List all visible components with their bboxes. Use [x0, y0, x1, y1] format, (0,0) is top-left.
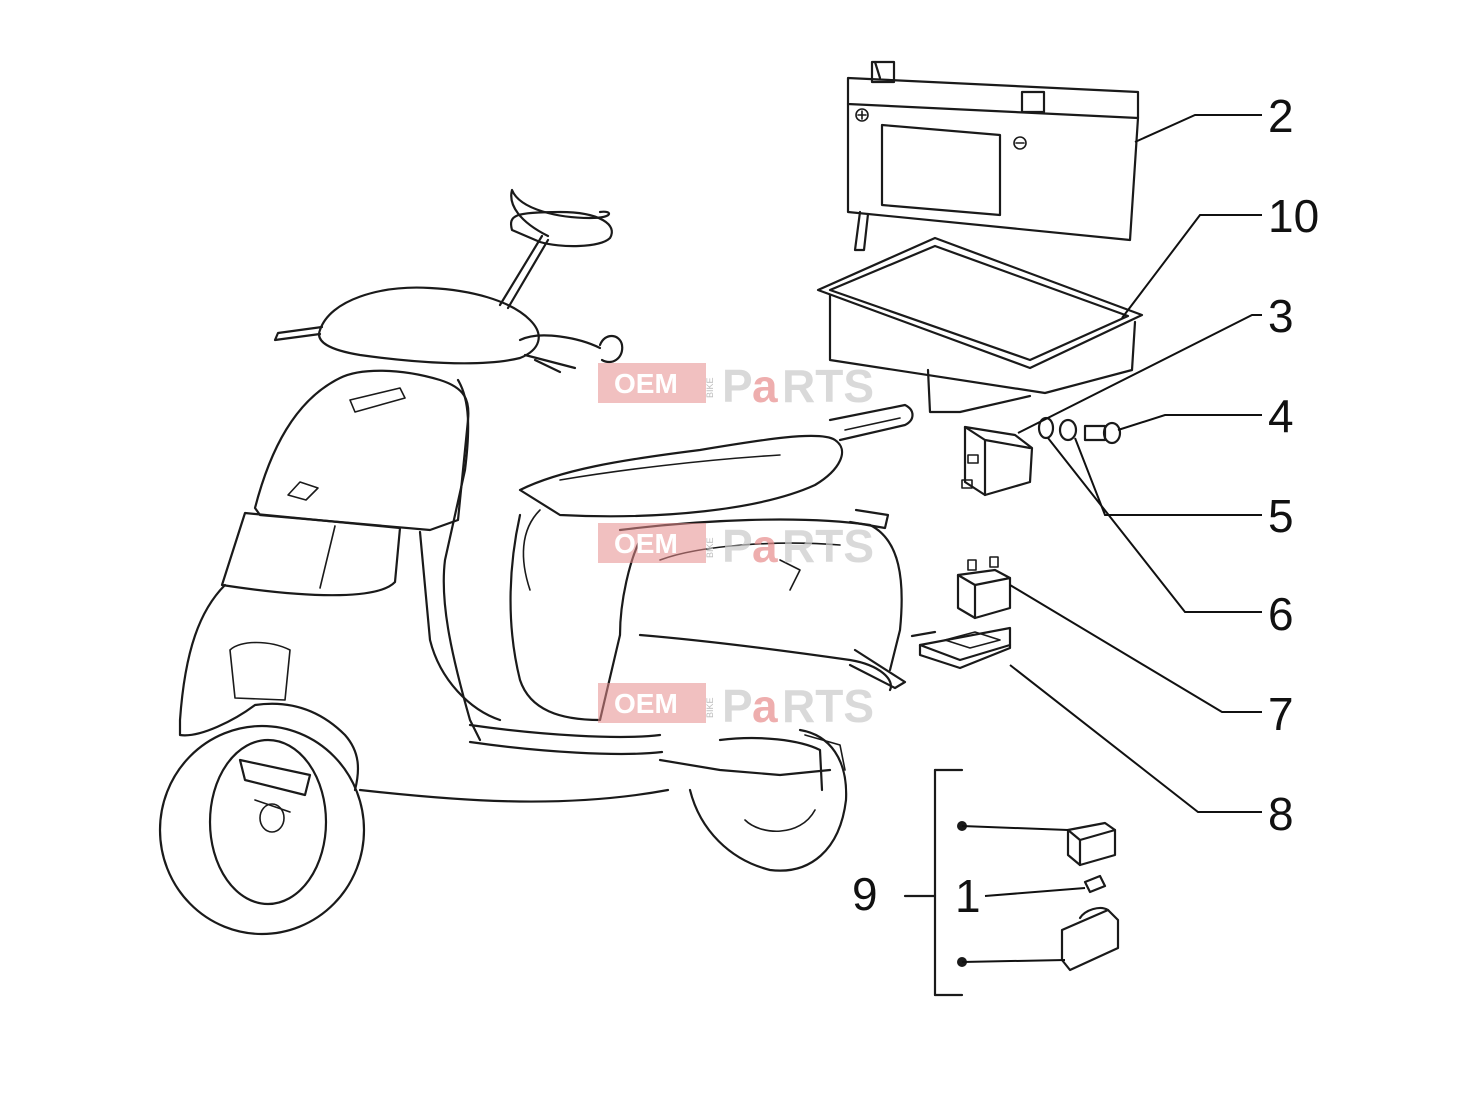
- watermark-top: OEM BIKE P a RTS: [598, 360, 874, 412]
- watermark-rts: RTS: [782, 680, 874, 732]
- watermark-oem: OEM: [614, 528, 678, 559]
- watermark-middle: OEM BIKE P a RTS: [598, 520, 874, 572]
- watermark-a: a: [752, 520, 778, 572]
- watermark-oem: OEM: [614, 688, 678, 719]
- fasteners: [1037, 416, 1122, 445]
- watermark-rts: RTS: [782, 520, 874, 572]
- scooter-illustration: [158, 188, 914, 936]
- watermark-p: P: [722, 520, 753, 572]
- fuse-holder-group: [903, 768, 1120, 997]
- watermark-bike: BIKE: [705, 377, 715, 398]
- relay-part-7: [956, 556, 1012, 620]
- watermark-bike: BIKE: [705, 537, 715, 558]
- watermark-a: a: [752, 360, 778, 412]
- regulator-part-8: [910, 626, 1012, 670]
- leader-lines: [961, 114, 1262, 963]
- callout-5: 5: [1268, 490, 1294, 542]
- battery-tray: [816, 236, 1144, 414]
- relay-part-3: [961, 425, 1034, 497]
- callout-6: 6: [1268, 588, 1294, 640]
- callout-1: 1: [955, 870, 981, 922]
- callout-10: 10: [1268, 190, 1319, 242]
- callout-labels: 2 10 3 4 5 6 7 8 9 1: [852, 90, 1319, 922]
- watermark-a: a: [752, 680, 778, 732]
- watermark-oem: OEM: [614, 368, 678, 399]
- watermark-rts: RTS: [782, 360, 874, 412]
- watermark-p: P: [722, 680, 753, 732]
- watermark-bottom: OEM BIKE P a RTS: [598, 680, 874, 732]
- callout-3: 3: [1268, 290, 1294, 342]
- callout-2: 2: [1268, 90, 1294, 142]
- watermark-p: P: [722, 360, 753, 412]
- callout-9: 9: [852, 868, 878, 920]
- battery: [846, 60, 1140, 252]
- watermark-bike: BIKE: [705, 697, 715, 718]
- callout-8: 8: [1268, 788, 1294, 840]
- callout-4: 4: [1268, 390, 1294, 442]
- callout-7: 7: [1268, 688, 1294, 740]
